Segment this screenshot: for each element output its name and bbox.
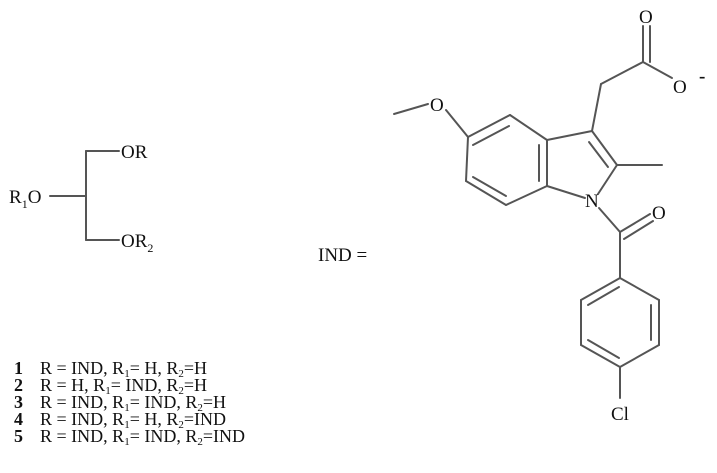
amide-oxygen-label: O (652, 203, 666, 224)
methoxy-aryl-bond (445, 109, 469, 138)
methoxy-oxygen-label: O (430, 95, 444, 116)
r2-value: IND (213, 426, 246, 446)
carbonyl-oxygen-label: O (639, 7, 653, 28)
compound-number: 1 (14, 358, 23, 378)
carboxylate-single-bond (642, 61, 673, 79)
r1-value: IND (144, 426, 177, 446)
r2-value: H (213, 392, 227, 412)
compound-number: 3 (14, 392, 23, 412)
indole-benzene-ring (465, 114, 548, 206)
middle-substituent-label: R1O (9, 187, 41, 211)
r-value: IND (71, 409, 104, 429)
r-value: IND (71, 358, 104, 378)
r2-value: H (194, 375, 208, 395)
amide-double-bond-b (623, 220, 654, 240)
r-value: IND (71, 426, 104, 446)
r1-value: IND (144, 392, 177, 412)
n-carbonyl-bond (598, 207, 621, 233)
bottom-substituent-label: OR2 (121, 231, 153, 255)
r2-value: H (194, 358, 208, 378)
r1-value: IND (125, 375, 158, 395)
compound-number: 4 (14, 409, 23, 429)
compound-number: 2 (14, 375, 23, 395)
ch2-carboxyl-bond (600, 61, 644, 85)
chlorophenyl-ring (580, 277, 660, 368)
ind-definition-label: IND = (318, 245, 368, 266)
side-chain-bond (591, 83, 602, 132)
methoxy-methyl-bond (393, 103, 429, 115)
indole-pyrrole-ring (546, 130, 618, 199)
indole-nitrogen-label: N (585, 191, 599, 212)
r2-value: IND (194, 409, 227, 429)
carboxylate-oxygen-label: O (673, 77, 687, 98)
top-substituent-label: OR (121, 142, 148, 163)
compound-number: 5 (14, 426, 23, 446)
glycerol-backbone: OR R1O OR2 (9, 142, 153, 255)
r1-value: H (144, 358, 158, 378)
indomethacin-structure: O N O O - (393, 7, 705, 425)
negative-charge-label: - (699, 66, 705, 87)
r-value: H (71, 375, 85, 395)
amide-double-bond-a (619, 213, 651, 233)
r-value: IND (71, 392, 104, 412)
r1-value: H (144, 409, 158, 429)
chlorine-label: Cl (611, 404, 629, 425)
